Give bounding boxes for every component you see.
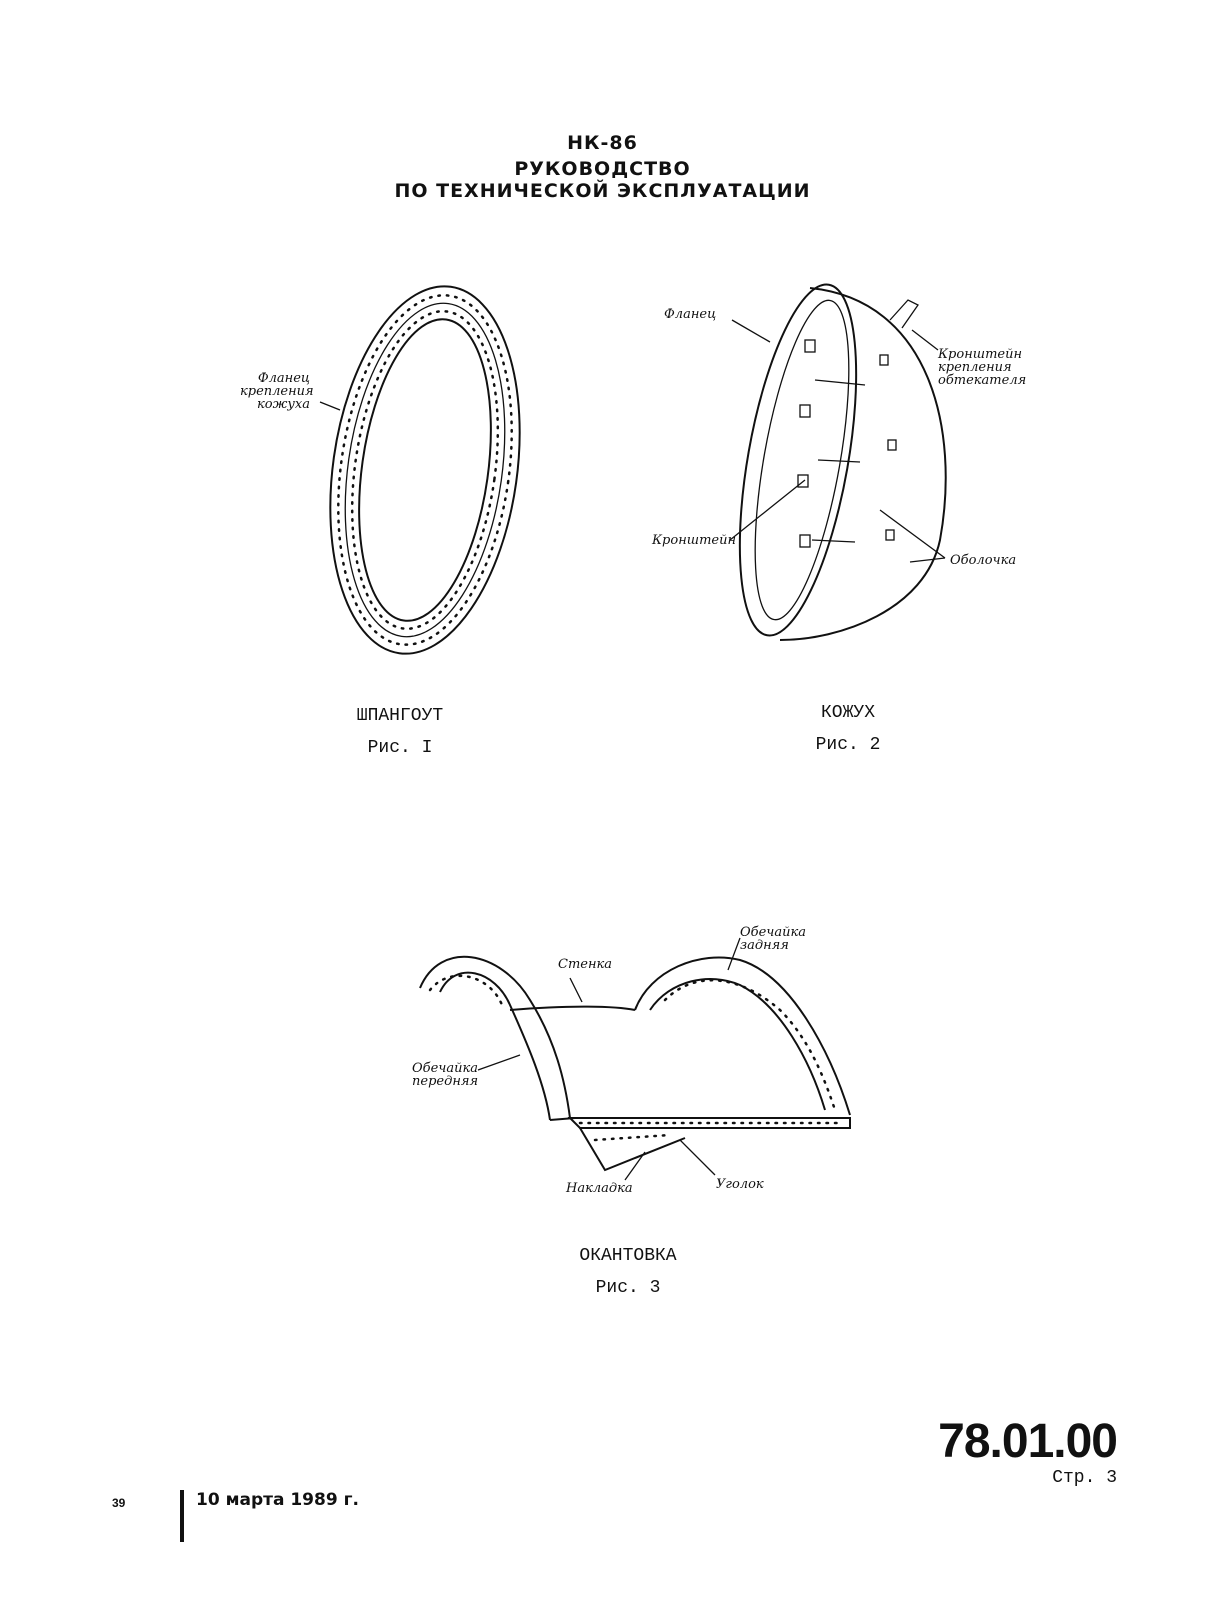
header-model: НК-86 <box>567 132 638 154</box>
figure-3-callout-angle: Уголок <box>716 1177 764 1192</box>
figure-2-callout-shell: Оболочка <box>950 553 1017 568</box>
figure-3-edging-drawing <box>419 937 851 1181</box>
figure-1-callout: Фланец крепления кожуха <box>240 371 314 412</box>
figure-2-callout-flange: Фланец <box>664 307 717 322</box>
revision-bar <box>180 1490 184 1542</box>
callout-flange-line1: Фланец <box>257 371 310 386</box>
figure-3-title: ОКАНТОВКА <box>579 1246 677 1266</box>
callout-rear-shell-line1: Обечайка <box>740 925 807 940</box>
callout-front-shell-line2: передняя <box>412 1074 479 1089</box>
document-number: 78.01.00 <box>938 1415 1118 1468</box>
figure-2-callout-bracket: Кронштейн <box>652 533 737 548</box>
sheet-number: 39 <box>112 1496 126 1510</box>
callout-bracket-mount-line2: крепления <box>938 360 1012 375</box>
figure-3-caption: Рис. 3 <box>595 1278 661 1298</box>
figure-1-title: ШПАНГОУТ <box>356 706 444 726</box>
figure-2-cowl-drawing <box>729 283 947 641</box>
revision-date: 10 марта 1989 г. <box>196 1490 359 1510</box>
callout-bracket-mount-line3: обтекателя <box>938 373 1027 388</box>
page-number: Стр. 3 <box>1052 1468 1117 1488</box>
figure-3-callout-wall: Стенка <box>558 957 613 972</box>
figure-2-callout-bracket-mount: Кронштейн крепления обтекателя <box>938 348 1026 387</box>
figure-1-caption: Рис. I <box>367 738 433 758</box>
figure-2-caption: Рис. 2 <box>815 735 881 755</box>
callout-bracket-mount-line1: Кронштейн <box>938 347 1023 362</box>
header-manual-title: РУКОВОДСТВО <box>514 158 691 180</box>
figure-1-ring-drawing <box>319 285 521 655</box>
figure-2-title: КОЖУХ <box>820 703 875 723</box>
header-manual-subtitle: ПО ТЕХНИЧЕСКОЙ ЭКСПЛУАТАЦИИ <box>394 180 811 202</box>
callout-front-shell-line1: Обечайка <box>412 1061 479 1076</box>
callout-flange-line3: кожуха <box>257 397 310 412</box>
callout-rear-shell-line2: задняя <box>740 938 789 953</box>
figure-3-callout-front-shell: Обечайка передняя <box>412 1062 478 1088</box>
figure-3-callout-rear-shell: Обечайка задняя <box>740 926 806 952</box>
figure-3-callout-overlay: Накладка <box>566 1181 633 1196</box>
callout-flange-line2: крепления <box>240 384 314 399</box>
